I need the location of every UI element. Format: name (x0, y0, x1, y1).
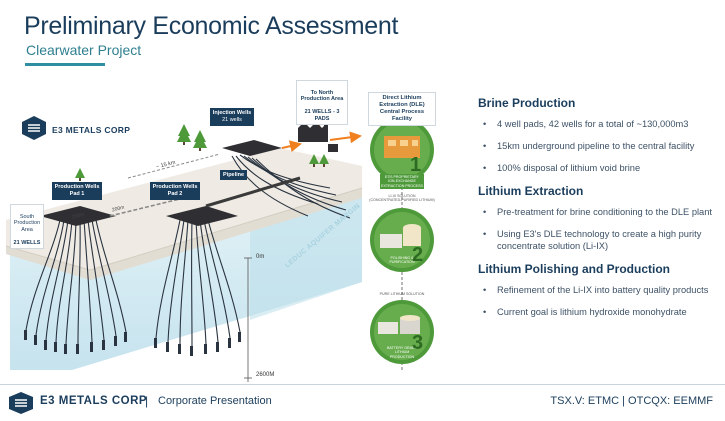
south-area-count: 21 WELLS (13, 239, 41, 246)
injection-wells-label: Injection Wells 21 wells (210, 108, 254, 126)
dle-facility-title: Direct Lithium Extraction (DLE) Central … (368, 92, 436, 126)
stage3-label: BATTERY GRADE LITHIUM PRODUCTION (387, 346, 417, 359)
arrow1-label: LI-IX SOLUTION (CONCENTRATED-PURIFIED LI… (369, 194, 435, 203)
north-area-label: To North Production Area 21 WELLS - 3 PA… (296, 80, 348, 125)
page-subtitle: Clearwater Project (26, 42, 142, 58)
section-lithium-polishing: Lithium Polishing and Production Refinem… (478, 262, 718, 318)
pad1 (40, 206, 116, 226)
footer-ticker: TSX.V: ETMC | OTCQX: EEMMF (550, 395, 713, 407)
section-heading: Brine Production (478, 96, 576, 110)
pad1-title: Production Wells (54, 184, 100, 190)
pad1-label: Production Wells Pad 1 (52, 182, 102, 200)
injection-count: 21 wells (222, 117, 242, 123)
stage1-circle (370, 118, 434, 182)
footer-presentation: Corporate Presentation (158, 395, 272, 407)
depth-0m: 0m (256, 254, 265, 260)
title-underline (25, 63, 105, 66)
bullet-item: 100% disposal of lithium void brine (478, 162, 718, 174)
tree-icons (75, 124, 329, 181)
arrow2-label: PURE LITHIUM SOLUTION (379, 292, 425, 296)
injection-title: Injection Wells (212, 110, 252, 116)
north-area-count: 21 WELLS - 3 PADS (304, 109, 340, 122)
pad2-well-ends (154, 332, 241, 356)
stage3-number: 3 (412, 332, 424, 354)
pad2-label: Production Wells Pad 2 (150, 182, 200, 200)
diagram-company-logo: E3 METALS CORP (52, 125, 131, 135)
pipeline-label: Pipeline (220, 170, 248, 180)
footer-brand: E3 METALS CORP (40, 395, 148, 407)
footer-logo-icon (9, 392, 33, 414)
pad2-wells (155, 219, 241, 347)
pad1-wells (25, 219, 127, 345)
footer-separator: | (145, 394, 149, 408)
ground-upper (6, 148, 362, 270)
bullet-item: Current goal is lithium hydroxide monohy… (478, 306, 718, 318)
bullet-item: 4 well pads, 42 wells for a total of ~13… (478, 118, 718, 130)
bullet-item: Refinement of the Li-IX into battery qua… (478, 284, 718, 296)
stage2-circle (370, 208, 434, 272)
bullet-item: 15km underground pipeline to the central… (478, 140, 718, 152)
north-area-title: To North Production Area (300, 89, 344, 103)
bullet-item: Using E3's DLE technology to create a hi… (478, 228, 718, 252)
footer: E3 METALS CORP | Corporate Presentation … (0, 386, 725, 421)
summary-panel: Brine Production 4 well pads, 42 wells f… (478, 96, 718, 328)
pad1-number: Pad 1 (69, 191, 85, 197)
e3-logo-icon (22, 116, 46, 140)
depth-scale (244, 257, 252, 382)
stage1-number: 1 (410, 154, 422, 176)
section-lithium-extraction: Lithium Extraction Pre-treatment for bri… (478, 184, 718, 252)
diagram-svg (5, 107, 434, 382)
pad2-title: Production Wells (152, 184, 198, 190)
section-heading: Lithium Extraction (478, 184, 584, 198)
section-heading: Lithium Polishing and Production (478, 262, 670, 276)
south-area-title: South Production Area (13, 213, 41, 233)
injection-pad (222, 140, 282, 156)
injection-wells (231, 154, 351, 219)
footer-divider (0, 384, 725, 385)
depth-2600m: 2600M (256, 372, 275, 378)
page-title: Preliminary Economic Assessment (24, 12, 399, 40)
stage3-circle (370, 300, 434, 364)
process-diagram: E3 METALS CORP To North Production Area … (0, 70, 462, 382)
stage1-label: E3'S PROPRIETARY ION-EXCHANGE EXTRACTION… (380, 174, 424, 190)
stage2-number: 2 (412, 244, 424, 266)
south-area-label: South Production Area 21 WELLS (10, 204, 44, 249)
stage2-label: POLISHING & PURIFICATION (389, 256, 415, 265)
pad2 (166, 206, 238, 226)
section-brine-production: Brine Production 4 well pads, 42 wells f… (478, 96, 718, 174)
pad1-well-ends (24, 330, 127, 354)
bullet-item: Pre-treatment for brine conditioning to … (478, 206, 718, 218)
pad2-number: Pad 2 (167, 191, 183, 197)
